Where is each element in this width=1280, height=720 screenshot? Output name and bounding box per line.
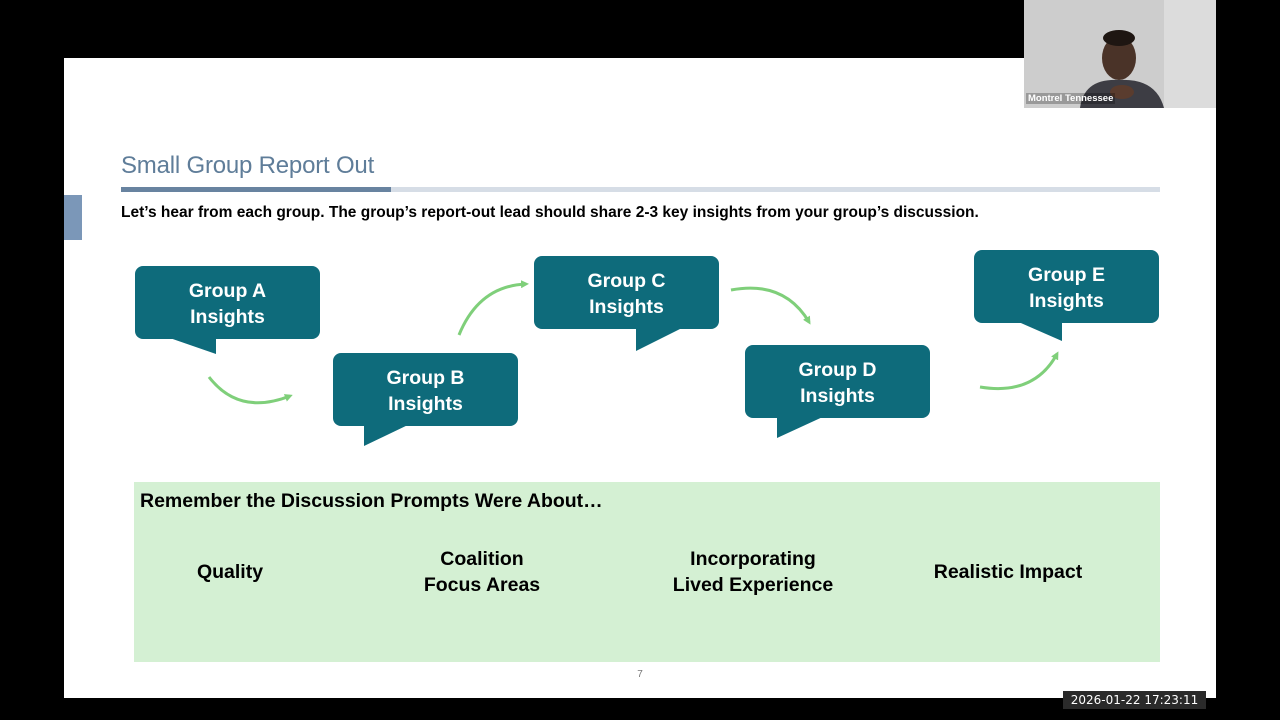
page-number: 7	[637, 669, 643, 680]
group-flow-diagram	[135, 250, 1159, 446]
speech-bubble-icon	[534, 256, 719, 351]
speech-bubble-icon	[135, 266, 320, 354]
slide-title: Small Group Report Out	[121, 152, 375, 179]
group-c-insights-label: Group C Insights	[587, 270, 666, 318]
speech-bubble-icon	[974, 250, 1159, 341]
speech-bubble-icon	[745, 345, 930, 438]
recording-timestamp: 2026-01-22 17:23:11	[1063, 691, 1206, 709]
side-tab-marker	[64, 195, 82, 240]
topic-lived-experience: Incorporating Lived Experience	[672, 548, 834, 596]
group-b-insights-label: Group B Insights	[386, 367, 465, 415]
topic-realistic-impact: Realistic Impact	[933, 561, 1083, 583]
participant-video-tile[interactable]: Montrel Tennessee	[1024, 0, 1216, 108]
group-a-insights-label: Group A Insights	[188, 280, 267, 328]
speech-bubble-icon	[333, 353, 518, 446]
title-underline-accent	[121, 187, 391, 192]
participant-video-feed	[1024, 0, 1216, 108]
instruction-text: Let’s hear from each group. The group’s …	[121, 204, 979, 221]
presentation-slide: Small Group Report Out Let’s hear from e…	[64, 58, 1216, 698]
prompts-heading: Remember the Discussion Prompts Were Abo…	[140, 490, 603, 512]
curved-arrow-icon	[979, 351, 1059, 391]
topic-coalition-focus-areas: Coalition Focus Areas	[423, 548, 541, 596]
curved-arrow-icon	[457, 280, 529, 336]
title-underline	[121, 187, 1160, 192]
discussion-prompts-box: Remember the Discussion Prompts Were Abo…	[134, 482, 1160, 662]
group-e-insights-label: Group E Insights	[1028, 264, 1105, 312]
topic-quality: Quality	[196, 561, 264, 583]
curved-arrow-icon	[207, 376, 293, 405]
participant-name: Montrel Tennessee	[1026, 93, 1116, 104]
group-d-insights-label: Group D Insights	[798, 359, 877, 407]
curved-arrow-icon	[730, 286, 811, 325]
